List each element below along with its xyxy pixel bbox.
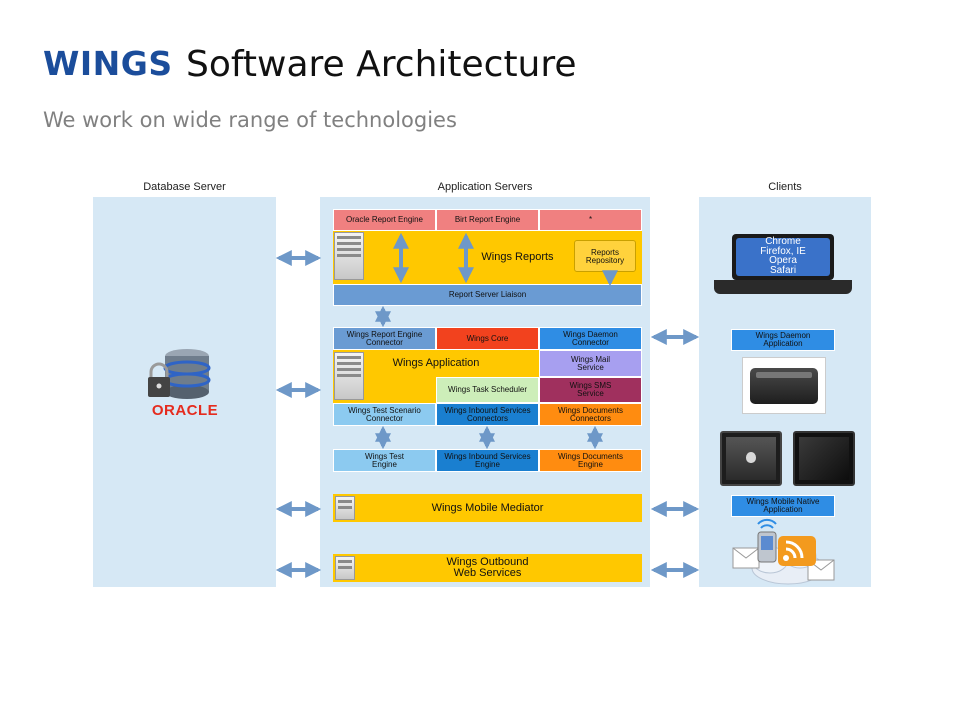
birt-report-engine: Birt Report Engine xyxy=(436,209,539,231)
reports-repository-folder-icon xyxy=(574,240,636,272)
mail-service-line1: Wings Mail xyxy=(570,354,611,364)
report-server-liaison: Report Server Liaison xyxy=(333,284,642,306)
inbound-services-connectors-line2: Connectors xyxy=(467,413,508,423)
sms-service-line1: Wings SMS xyxy=(569,381,612,390)
mobile-native-application-line1: Wings Mobile Native xyxy=(746,497,820,506)
report-engine-connector-line1: Wings Report Engine xyxy=(346,329,423,339)
brand-title: WINGS xyxy=(43,44,173,83)
tablet-screen xyxy=(799,437,849,480)
mobile-native-application-line2: Application xyxy=(763,505,803,514)
mail-service-line2: Service xyxy=(577,362,604,372)
laptop-base xyxy=(714,280,852,294)
page-title: Software Architecture xyxy=(186,44,577,85)
reports-repository-line2: Repository xyxy=(585,256,625,265)
wings-reports-label: Wings Reports xyxy=(481,251,554,263)
application-server-icon xyxy=(334,352,364,400)
inbound-services-connectors-line1: Wings Inbound Services xyxy=(444,405,531,415)
outbound-server-icon xyxy=(335,556,355,580)
outbound-web-services-line2: Web Services xyxy=(453,567,522,579)
reports-repository-line1: Reports xyxy=(590,248,619,257)
daemon-connector-line1: Wings Daemon xyxy=(563,329,618,339)
oracle-report-engine: Oracle Report Engine xyxy=(333,209,436,231)
printer-slot xyxy=(756,372,812,378)
report-engine-connector-line2: Connector xyxy=(366,337,403,347)
reports-repository-label: Reports Repository xyxy=(574,249,636,265)
documents-engine-line2: Engine xyxy=(578,459,603,469)
other-report-engine: * xyxy=(539,209,642,231)
sms-service-line2: Service xyxy=(577,389,604,398)
documents-connectors-line2: Connectors xyxy=(570,413,611,423)
column-title-app: Application Servers xyxy=(437,181,533,193)
inbound-services-engine-line2: Engine xyxy=(475,459,500,469)
report-server-icon xyxy=(334,232,364,280)
apple-logo-icon xyxy=(746,452,756,463)
wings-application-label: Wings Application xyxy=(392,357,480,369)
inbound-services-engine-line1: Wings Inbound Services xyxy=(444,451,531,461)
daemon-application-line2: Application xyxy=(763,339,803,348)
page-subtitle: We work on wide range of technologies xyxy=(43,108,457,132)
documents-engine-line1: Wings Documents xyxy=(558,451,623,461)
browser-safari: Safari xyxy=(769,264,797,276)
column-title-database: Database Server xyxy=(143,181,226,193)
daemon-connector-line2: Connector xyxy=(572,337,609,347)
mediator-server-icon xyxy=(335,496,355,520)
wings-application: Wings Application xyxy=(333,350,539,377)
test-engine-line2: Engine xyxy=(372,459,397,469)
browser-chrome: Chrome xyxy=(765,236,801,247)
oracle-logo: ORACLE xyxy=(151,402,219,419)
mobile-mediator: Wings Mobile Mediator xyxy=(333,494,642,522)
outbound-web-services-line1: Wings Outbound xyxy=(446,556,529,568)
documents-connectors-line1: Wings Documents xyxy=(558,405,623,415)
test-engine-line1: Wings Test xyxy=(365,451,404,461)
database-server-panel xyxy=(93,197,276,587)
browser-list: Chrome Firefox, IE Opera Safari xyxy=(738,237,828,275)
test-scenario-connector-line1: Wings Test Scenario xyxy=(348,405,421,415)
test-scenario-connector-line2: Connector xyxy=(366,413,403,423)
column-title-clients: Clients xyxy=(768,181,802,193)
task-scheduler: Wings Task Scheduler xyxy=(436,377,539,403)
laptop-screen xyxy=(736,238,830,276)
browser-firefox-ie: Firefox, IE xyxy=(760,245,806,257)
browser-opera: Opera xyxy=(769,255,797,266)
daemon-application-line1: Wings Daemon xyxy=(755,331,811,340)
wings-core: Wings Core xyxy=(436,327,539,350)
